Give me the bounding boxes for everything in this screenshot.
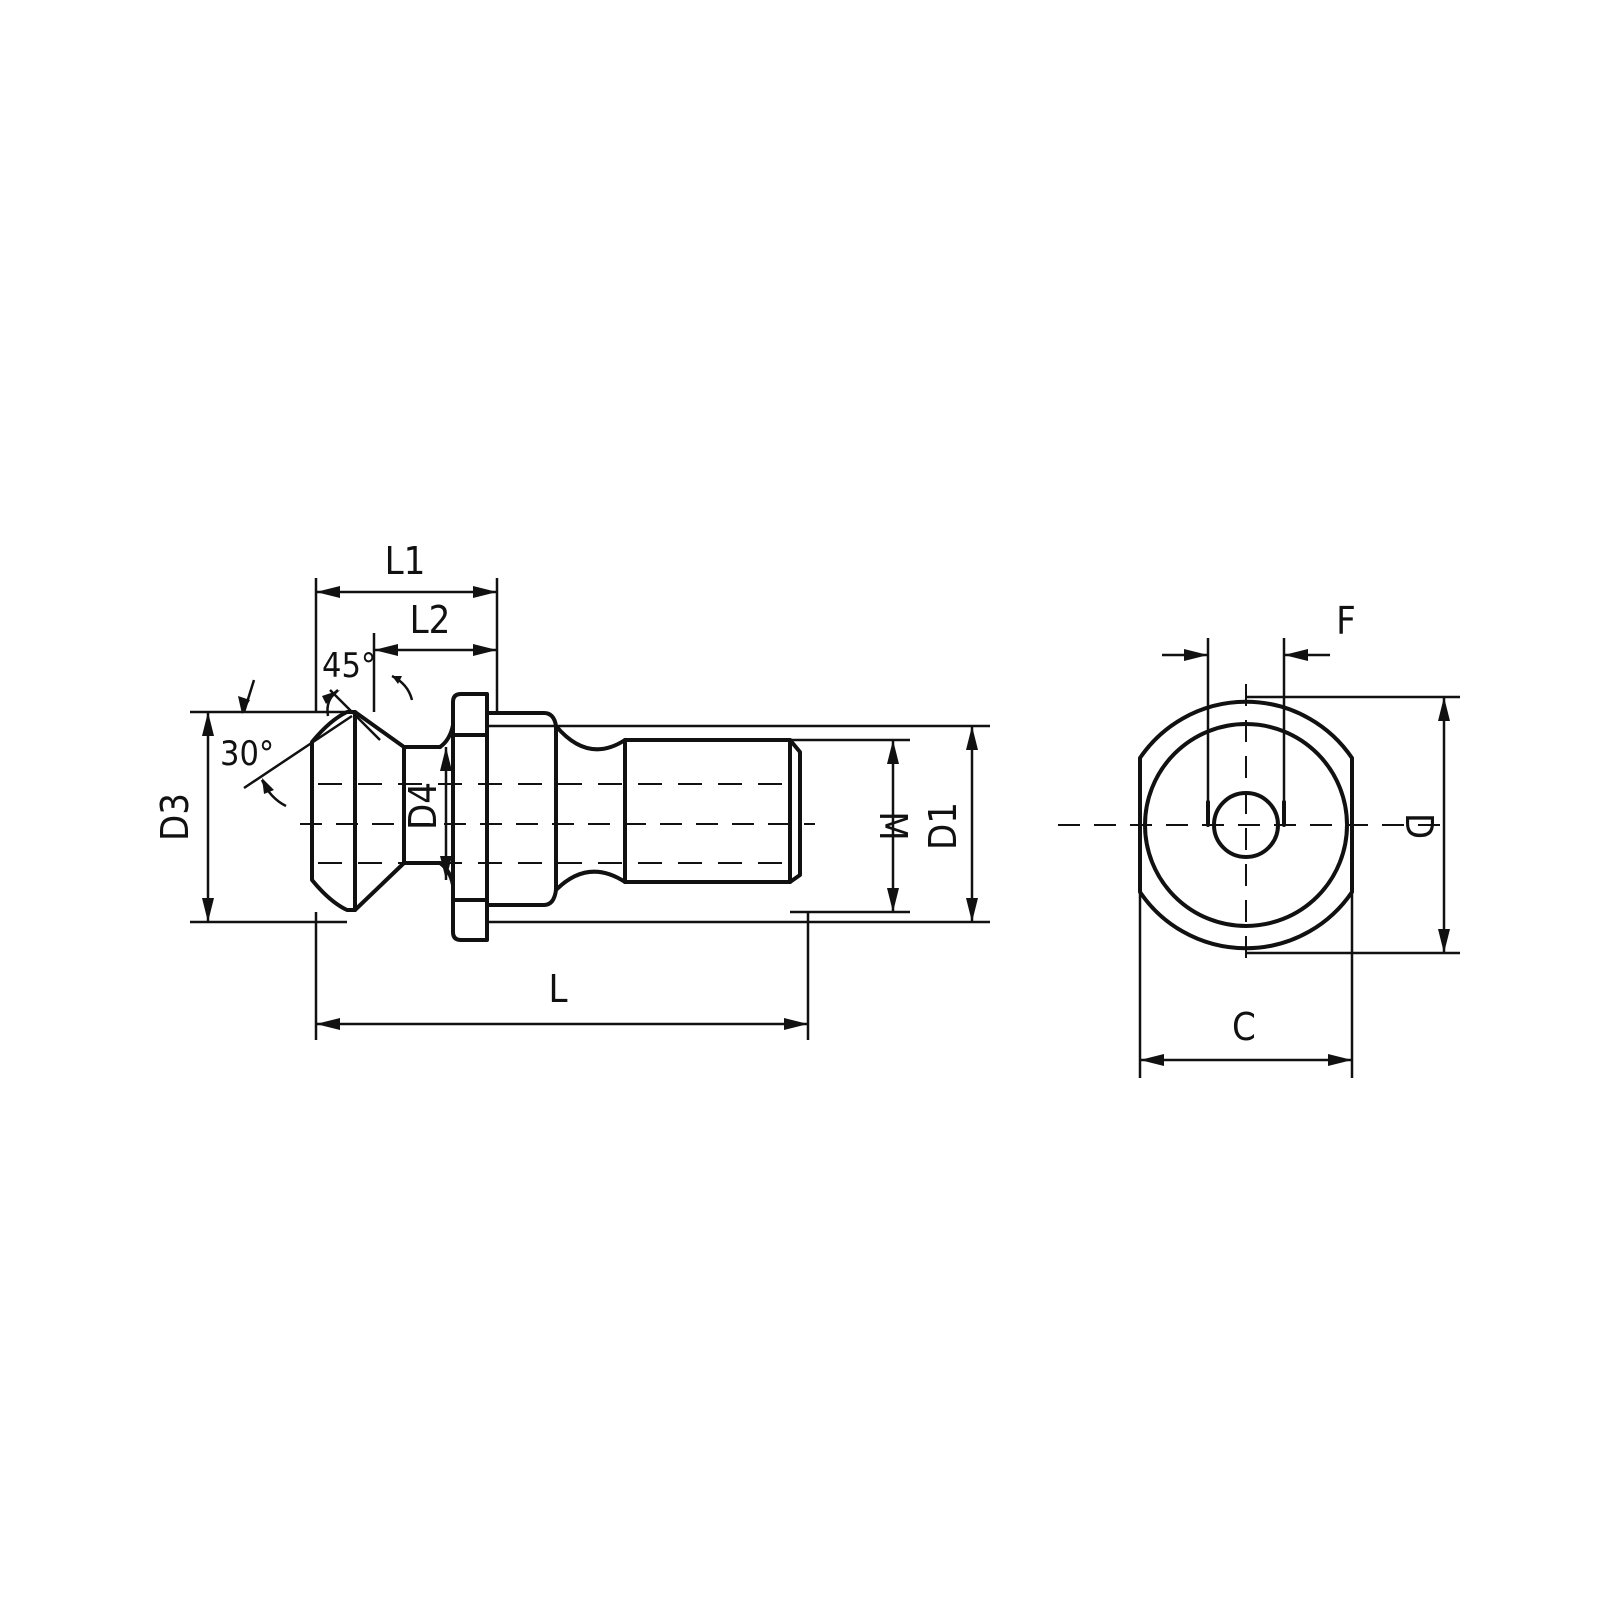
c-arrow-right [1328, 1054, 1352, 1066]
label-l1: L1 [385, 539, 426, 583]
label-d: D [1397, 813, 1441, 839]
end-view [1058, 684, 1440, 972]
angle-30-arrow-bottom [262, 778, 274, 794]
side-dimensions: L1 L2 45° 30° D3 D4 [153, 539, 990, 1040]
label-l: L [548, 967, 567, 1011]
thread-outline [623, 738, 802, 884]
label-d4: D4 [401, 782, 445, 830]
f-arrow-left [1184, 649, 1208, 661]
body-outline [485, 711, 558, 907]
head-outline [310, 710, 406, 912]
m-arrow-bottom [887, 888, 899, 912]
f-arrow-right [1284, 649, 1308, 661]
groove-top [554, 724, 627, 752]
l-arrow-right [784, 1018, 808, 1030]
groove-bottom [554, 869, 627, 892]
l1-arrow-right [473, 586, 497, 598]
angle-30-arrow-top [238, 696, 250, 714]
label-angle-30: 30° [220, 734, 274, 774]
d4-arrow-bottom [440, 856, 452, 880]
label-d3: D3 [153, 793, 197, 841]
c-arrow-left [1140, 1054, 1164, 1066]
angle-45-arrow-right [392, 676, 402, 684]
label-m: M [871, 811, 915, 841]
d3-arrow-top [202, 712, 214, 736]
angle-45-leader [329, 689, 381, 741]
d3-arrow-bottom [202, 898, 214, 922]
d-arrow-top [1438, 697, 1450, 721]
side-view [300, 692, 815, 942]
label-d1: D1 [921, 802, 965, 850]
d1-arrow-top [966, 726, 978, 750]
label-f: F [1336, 599, 1356, 643]
d4-arrow-top [440, 747, 452, 771]
d-arrow-bottom [1438, 929, 1450, 953]
l1-arrow-left [316, 586, 340, 598]
angle-45-arrow-left [322, 690, 340, 704]
angle-30-leader [243, 714, 353, 790]
label-c: C [1232, 1005, 1256, 1049]
l2-arrow-right [473, 644, 497, 656]
l2-arrow-left [374, 644, 398, 656]
label-angle-45: 45° [322, 646, 376, 686]
end-dimensions: F D C [1138, 599, 1460, 1078]
l-arrow-left [316, 1018, 340, 1030]
m-arrow-top [887, 740, 899, 764]
d1-arrow-bottom [966, 898, 978, 922]
flange-outline [451, 692, 489, 942]
label-l2: L2 [410, 598, 451, 642]
